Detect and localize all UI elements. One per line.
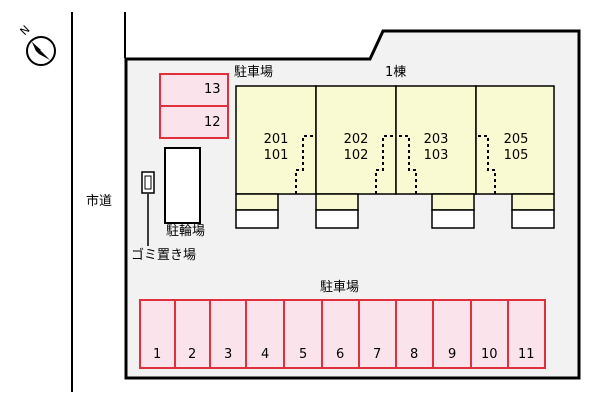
north-arrow-icon: [26, 36, 56, 66]
unit-number-upper: 205: [503, 132, 529, 147]
parking-space-6: [321, 299, 360, 369]
unit-number-upper: 201: [263, 132, 289, 147]
garbage-label: ゴミ置き場: [131, 248, 197, 263]
parking-space-9: [432, 299, 472, 369]
parking-space-5: [283, 299, 323, 369]
parking-space-13: [159, 73, 229, 107]
parking-space-11: [507, 299, 546, 369]
parking-number-10: 10: [481, 347, 498, 362]
parking-space-3: [209, 299, 247, 369]
unit-number-upper: 202: [343, 132, 369, 147]
unit-number-lower: 103: [423, 148, 449, 163]
parking-space-12: [159, 105, 229, 139]
parking-number-1: 1: [153, 347, 162, 362]
parking-number-8: 8: [410, 347, 419, 362]
parking-number-11: 11: [518, 347, 535, 362]
parking-space-7: [358, 299, 397, 369]
building-1: [235, 85, 555, 229]
unit-label-2: 202 102: [340, 132, 372, 164]
garbage-station: [141, 171, 155, 194]
bicycle-parking-area: [164, 147, 201, 224]
unit-number-lower: 102: [343, 148, 369, 163]
south-parking-spaces: [139, 299, 546, 369]
parking-number-12: 12: [204, 115, 221, 130]
parking-number-2: 2: [188, 347, 197, 362]
unit-label-4: 205 105: [500, 132, 532, 164]
parking-space-1: [139, 299, 176, 369]
parking-number-5: 5: [299, 347, 308, 362]
north-parking-label: 駐車場: [234, 65, 274, 80]
parking-number-9: 9: [448, 347, 457, 362]
parking-number-3: 3: [224, 347, 233, 362]
unit-number-upper: 203: [423, 132, 449, 147]
road-label: 市道: [86, 194, 113, 209]
parking-number-4: 4: [261, 347, 270, 362]
parking-space-4: [245, 299, 285, 369]
south-parking-label: 駐車場: [320, 280, 360, 295]
unit-label-1: 201 101: [260, 132, 292, 164]
parking-number-7: 7: [373, 347, 382, 362]
unit-label-3: 203 103: [420, 132, 452, 164]
unit-number-lower: 105: [503, 148, 529, 163]
bicycle-parking-label: 駐輪場: [166, 224, 206, 239]
building-label: 1棟: [385, 65, 407, 80]
parking-number-13: 13: [204, 82, 221, 97]
parking-number-6: 6: [336, 347, 345, 362]
unit-number-lower: 101: [263, 148, 289, 163]
